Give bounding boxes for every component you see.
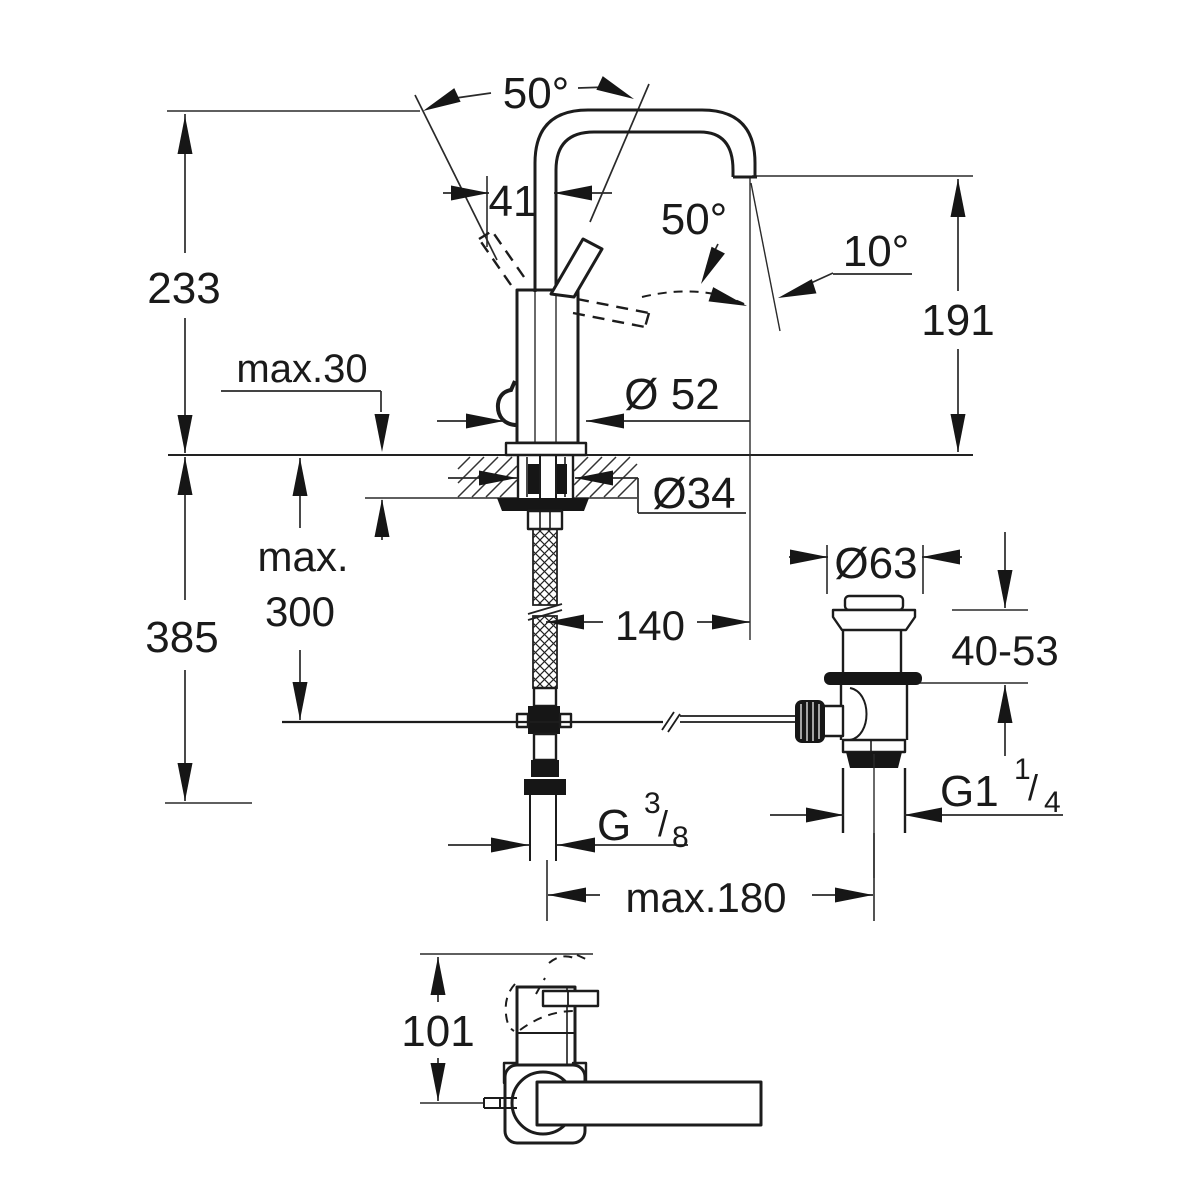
top-view [483,954,763,1145]
top-view-spout [535,1080,763,1127]
swivel-angle-mid-label: 50° [661,195,728,244]
spout-outline [533,108,757,292]
top-view-tab [483,1097,517,1109]
supply-thread-sup: 3 [644,787,661,820]
max-hose-label-line1: max. [257,533,348,580]
supply-thread-slash: / [658,803,668,844]
faucet-body [515,288,580,445]
height-233-label: 233 [147,264,220,313]
supply-thread-sub: 8 [672,821,689,854]
supply-thread-label: G 3 / 8 [597,787,689,854]
waste-flange-diameter-label: Ø63 [834,539,917,588]
rod-clamp-knob [795,700,825,743]
max-waste-offset-label: max.180 [625,874,786,921]
lever-ghost-left [478,229,525,286]
max-hose-label-line2: 300 [265,588,335,635]
waste-tailpipe [841,768,907,833]
body-diameter-label: Ø 52 [624,370,719,419]
waste-flange [831,608,917,632]
top-view-lever [541,989,600,1008]
pop-up-waste-assembly [795,594,922,878]
waste-thread-sup: 1 [1014,753,1031,786]
pull-rod-knob [495,380,518,427]
spout-angle-label: 10° [843,227,910,276]
swivel-angle-top-label: 50° [503,69,570,118]
spout-projection-label: 140 [615,602,685,649]
rod-cross-fitting [528,706,560,734]
max-deck-thickness-label: max.30 [236,347,367,391]
waste-thread-label: G1 1 / 4 [940,753,1061,819]
waste-thread-slash: / [1028,767,1038,808]
height-191-label: 191 [921,296,994,345]
waste-clamping-range-label: 40-53 [951,627,1058,674]
waste-thread-sub: 4 [1044,786,1061,819]
pop-up-rod [282,711,795,733]
dimension-labels: 50° 41 50° 10° 233 191 max.30 Ø 52 Ø34 m… [145,69,1058,1056]
waste-thread-base: G1 [940,767,999,816]
height-385-label: 385 [145,613,218,662]
handle-width-label: 41 [489,177,538,226]
top-view-depth-label: 101 [401,1007,474,1056]
supply-hose [515,528,573,861]
supply-thread-base: G [597,801,631,850]
waste-gasket [824,672,922,685]
waste-push-button [843,594,905,612]
hole-diameter-label: Ø34 [652,469,735,518]
lever-handle [549,237,604,299]
swing-arc [641,290,745,305]
thread-labels: G1 1 / 4 G 3 / 8 [597,753,1061,854]
supply-connector [531,760,559,777]
mounting-nut [497,498,589,511]
base-plate [504,441,588,457]
lever-ghost-right [572,297,651,329]
mounting-shank [497,455,589,531]
faucet-main-view [282,108,795,861]
